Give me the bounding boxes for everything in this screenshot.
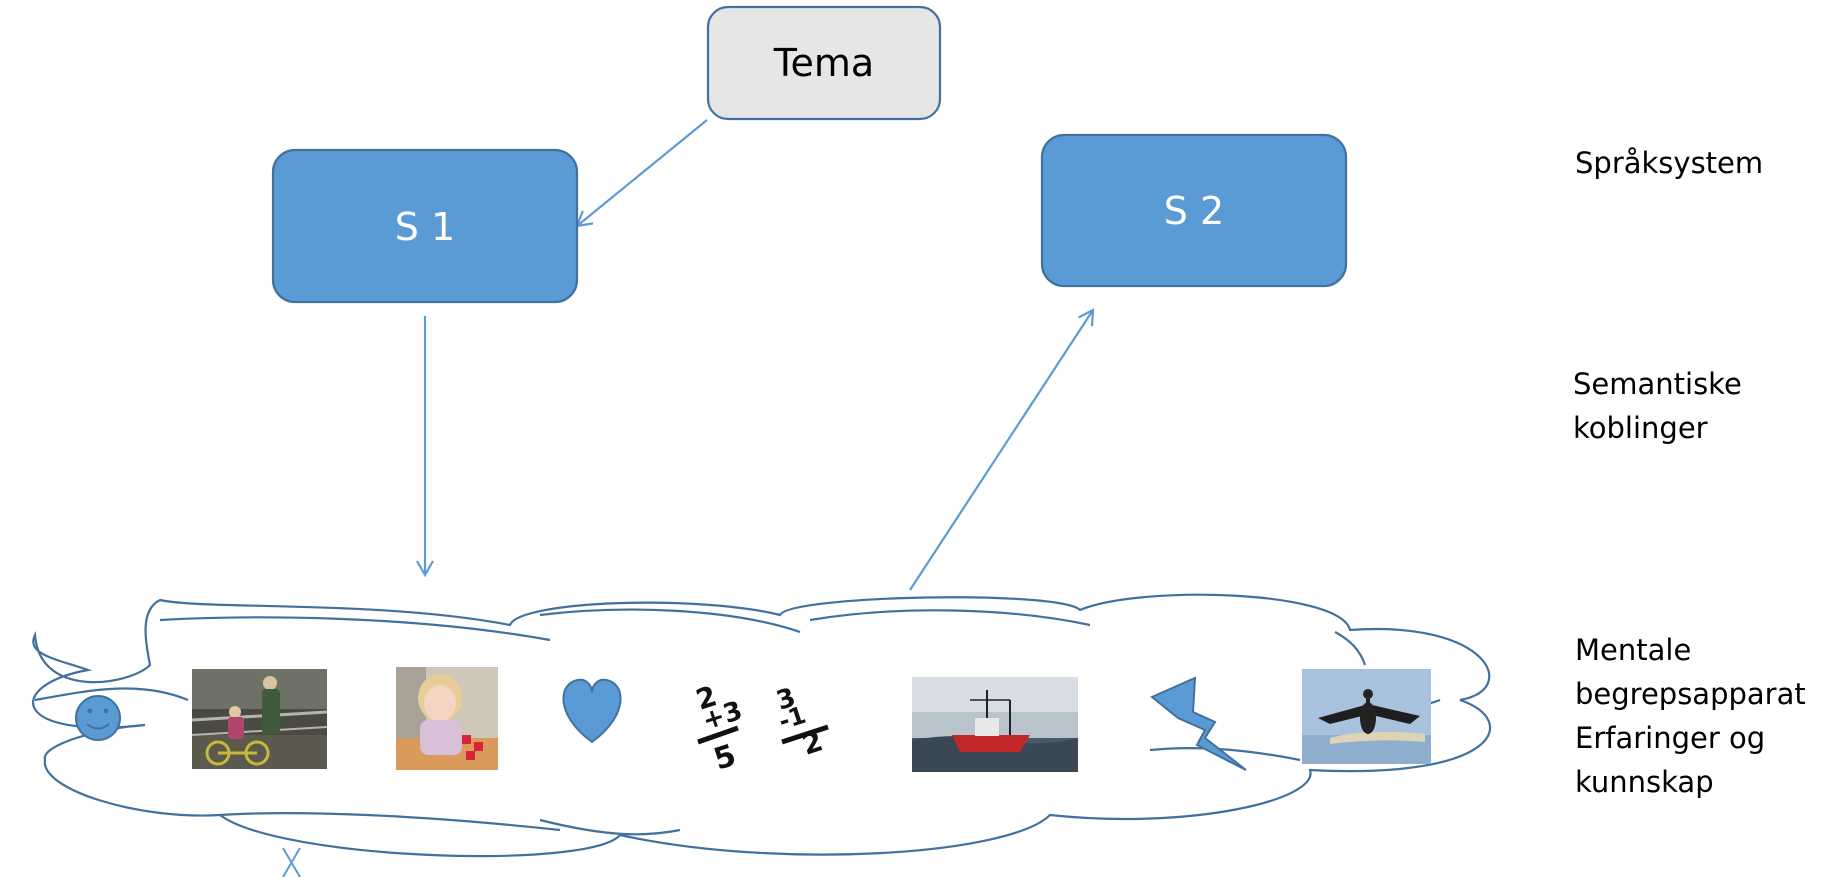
arrow-cloud-to-s2: [909, 308, 1095, 591]
label-spraksystem: Språksystem: [1575, 146, 1764, 180]
heart-icon: [562, 678, 622, 744]
s2-label: S 2: [1164, 189, 1224, 233]
label-mentale-line2: begrepsapparat: [1575, 677, 1806, 711]
label-mentale-line1: Mentale: [1575, 633, 1692, 667]
label-semantiske-koblinger: Semantiske koblinger: [1573, 362, 1742, 450]
tema-node: Tema: [706, 5, 942, 121]
mental-concepts-cloud: [32, 593, 1492, 858]
s1-label: S 1: [395, 205, 455, 249]
label-erfaringer-line1: Erfaringer og: [1575, 721, 1766, 755]
label-semantiske-line1: Semantiske: [1573, 367, 1742, 401]
s2-node: S 2: [1040, 133, 1348, 288]
child-bicycle-photo: [191, 669, 328, 769]
fishing-boat-photo: [912, 677, 1078, 772]
s1-node: S 1: [271, 148, 579, 304]
cormorant-photo: [1302, 669, 1431, 764]
fraction-math-drawing: 2 +3 5 3 -1 2: [692, 679, 829, 778]
label-mentale-begrepsapparat: Mentale begrepsapparat Erfaringer og kun…: [1575, 628, 1806, 804]
label-erfaringer-line2: kunnskap: [1575, 765, 1714, 799]
small-x-mark: [282, 847, 301, 877]
tema-label: Tema: [773, 41, 874, 85]
lightning-icon: [1150, 676, 1247, 771]
arrow-tema-to-s1: [575, 119, 708, 228]
girl-toy-photo: [396, 667, 498, 770]
label-semantiske-line2: koblinger: [1573, 411, 1708, 445]
smiley-icon: [75, 695, 121, 741]
